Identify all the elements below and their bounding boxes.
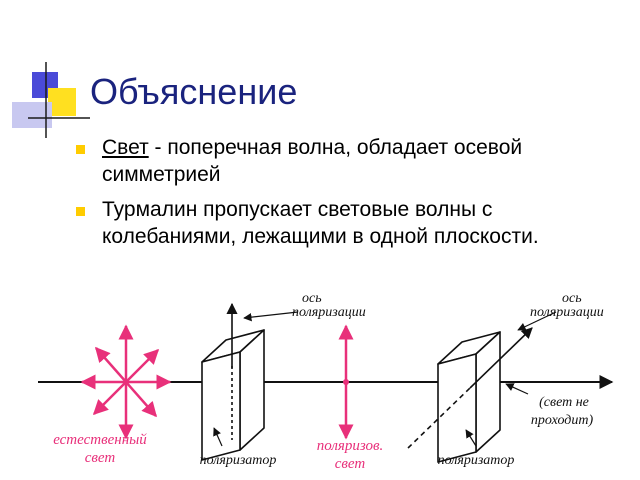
- polarized-light-dot: [343, 379, 349, 385]
- bullet-square-icon: [76, 145, 85, 154]
- polarizer-2-axis-arrow: [469, 327, 533, 389]
- axis-label-1-line1: ось: [302, 291, 322, 306]
- bullet-list: Свет - поперечная волна, обладает осевой…: [72, 134, 632, 258]
- no-pass-label-line2: проходит): [531, 413, 594, 428]
- axis-label-2-line1: ось: [562, 291, 582, 306]
- polarizer-1-label-pointer: [213, 427, 223, 447]
- natural-light-star: [80, 324, 172, 440]
- polarization-diagram: ось поляризации ось поляризации естестве…: [38, 291, 614, 472]
- polarizer-1-plate: [201, 329, 265, 461]
- bullet-light: Свет - поперечная волна, обладает осевой…: [72, 134, 632, 188]
- polarizer-2-plate: [437, 331, 501, 463]
- axis-label-2-pointer: [517, 311, 557, 331]
- axis-label-1-line2: поляризации: [292, 305, 366, 320]
- bullet-square-icon: [76, 207, 85, 216]
- natural-light-label-line2: свет: [85, 450, 116, 466]
- polarizer-2-label: поляризатор: [438, 453, 515, 468]
- slide-title: Объяснение: [90, 71, 298, 112]
- polarizer-2-label-pointer: [465, 429, 477, 447]
- no-pass-pointer: [505, 383, 529, 395]
- bullet-light-text: - поперечная волна, обладает осевой симм…: [102, 136, 523, 186]
- no-pass-label-line1: (свет не: [539, 395, 589, 410]
- title-decoration: [12, 62, 90, 138]
- bullet-tourmaline-text: Турмалин пропускает световые волны с кол…: [102, 198, 539, 248]
- deco-yellow-square: [48, 88, 76, 116]
- polarizer-1-label: поляризатор: [200, 453, 277, 468]
- polarized-light-label-line2: свет: [335, 456, 366, 472]
- bullet-light-term: Свет: [102, 136, 149, 159]
- axis-label-1-pointer: [243, 311, 299, 322]
- bullet-tourmaline: Турмалин пропускает световые волны с кол…: [72, 196, 632, 250]
- natural-light-label-line1: естественный: [53, 432, 147, 448]
- polarized-light-label-line1: поляризов.: [317, 438, 384, 454]
- axis-label-2-line2: поляризации: [530, 305, 604, 320]
